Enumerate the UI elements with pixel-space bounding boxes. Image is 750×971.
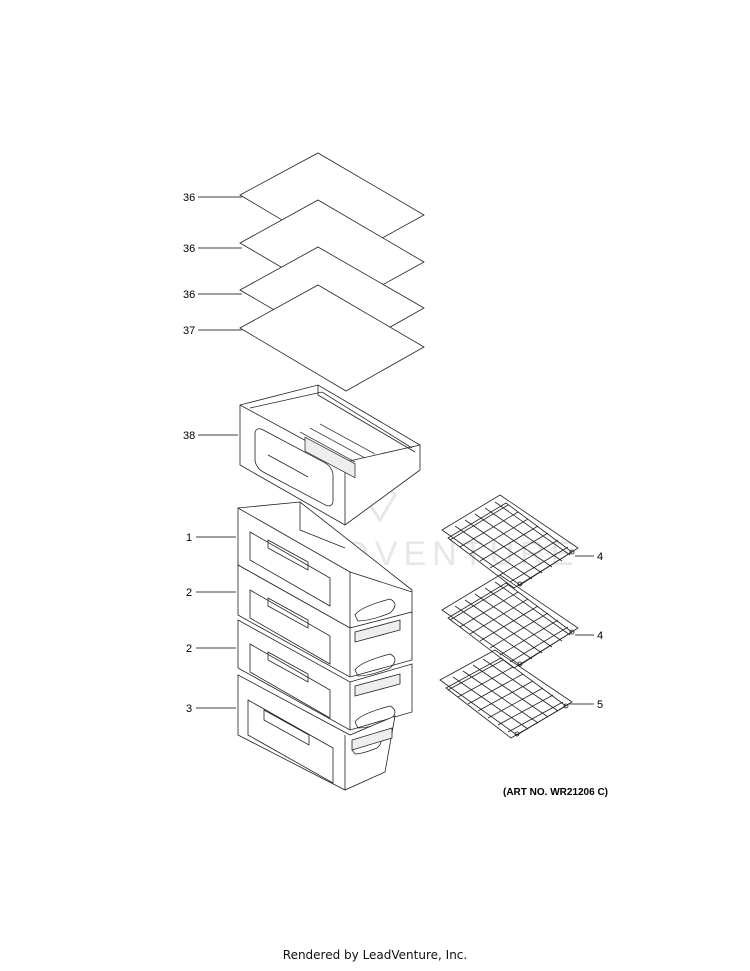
wire-rack-4b (442, 575, 578, 668)
callout-36a: 36 (183, 192, 195, 204)
callout-36b: 36 (183, 243, 195, 255)
callout-38: 38 (183, 430, 195, 442)
drawer-2b (238, 620, 412, 730)
wire-rack-5 (440, 650, 572, 738)
callout-36c: 36 (183, 289, 195, 301)
cover-37 (240, 285, 424, 391)
callout-labels: 36 36 36 37 38 1 2 2 3 4 4 5 (183, 192, 603, 715)
callout-3: 3 (186, 703, 192, 715)
callout-1: 1 (186, 532, 192, 544)
callout-37: 37 (183, 325, 195, 337)
callout-4b: 4 (597, 630, 603, 642)
callout-2a: 2 (186, 587, 192, 599)
art-number: (ART NO. WR21206 C) (503, 787, 608, 798)
callout-2b: 2 (186, 643, 192, 655)
drawer-3 (238, 675, 395, 790)
callout-4a: 4 (597, 551, 603, 563)
footer-credit: Rendered by LeadVenture, Inc. (282, 948, 468, 962)
wire-rack-4a (442, 495, 578, 588)
callout-5: 5 (597, 699, 603, 711)
pan-38 (240, 385, 420, 525)
leader-lines (196, 196, 594, 709)
drawer-2a (238, 565, 412, 677)
